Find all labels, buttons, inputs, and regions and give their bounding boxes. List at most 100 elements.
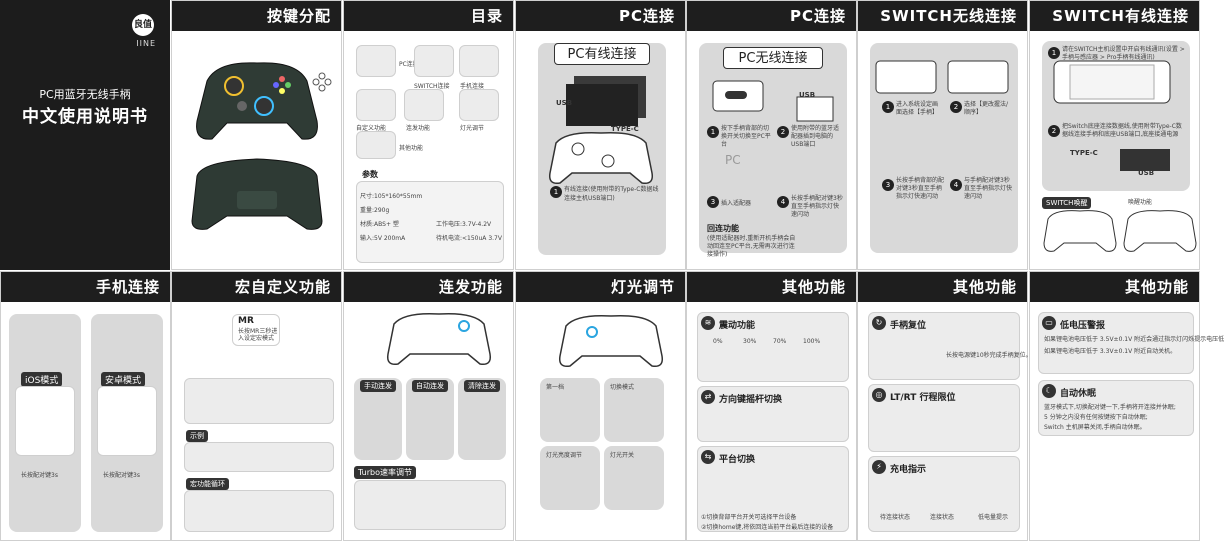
- panel-title: 连发功能: [344, 272, 513, 302]
- usb-label: USB: [799, 91, 816, 99]
- toc-item-box: [356, 45, 396, 77]
- step-badge: 2: [950, 101, 962, 113]
- panel-title: 手机连接: [1, 272, 170, 302]
- ios-hint: 长按配对键3s: [21, 472, 58, 479]
- low-voltage-title: 低电压警报: [1060, 321, 1106, 331]
- panel-title: 其他功能: [858, 272, 1027, 302]
- reset-box: [868, 312, 1020, 380]
- ios-phone-screen: [15, 386, 75, 456]
- light-card: [540, 446, 600, 510]
- sleep-note-2: 5 分钟之内没有任何按键按下自动休眠;: [1044, 414, 1148, 421]
- cover-panel: 良值 IINE PC用蓝牙无线手柄 中文使用说明书: [0, 0, 170, 270]
- toc-item-turbo: 连发功能: [406, 125, 431, 132]
- sleep-box: [1038, 380, 1194, 436]
- panel-button-mapping: 按键分配: [171, 0, 342, 270]
- panel-contents: 目录 PC连接 SWITCH连接 手机连接 自定义功能 连发功能 灯光调节 其他…: [343, 0, 514, 270]
- step-badge: 2: [777, 126, 789, 138]
- wireless-step1: 按下手柄背部的切换开关切换至PC平台: [721, 125, 771, 148]
- spec-material: 材质:ABS+ 塑: [360, 221, 399, 228]
- android-mode-label: 安卓模式: [101, 372, 146, 387]
- level-100: 100%: [803, 338, 821, 345]
- brand-logo-sub: IINE: [136, 39, 156, 48]
- usb-label: USB: [556, 99, 573, 107]
- toc-item-phone: 手机连接: [460, 83, 485, 90]
- charge-state-1: 待连接状态: [880, 514, 911, 521]
- panel-title: PC连接: [516, 1, 685, 31]
- step-badge: 1: [707, 126, 719, 138]
- trigger-limit-box: [868, 384, 1020, 452]
- low-voltage-note-2: 如果锂电池电压低于 3.3V±0.1V 附近自动关机。: [1044, 348, 1177, 355]
- panel-switch-wired: SWITCH有线连接 1 请在SWITCH主机设置中开启有线通讯(设置 > 手柄…: [1029, 0, 1200, 270]
- wake-title: SWITCH唤醒: [1042, 197, 1092, 209]
- spec-box: [356, 181, 504, 263]
- loop-title: 宏功能循环: [186, 478, 229, 490]
- toc-item-box: [414, 45, 454, 77]
- panel-title: PC连接: [687, 1, 856, 31]
- reconnect-text: (使用适配器时,重新开机手柄会自动回连至PC平台,无需再次进行连接操作): [707, 235, 796, 258]
- sleep-title: 自动休眠: [1060, 389, 1097, 399]
- reconnect-title: 回连功能: [707, 224, 739, 233]
- clear-turbo-label: 清除连发: [464, 380, 500, 392]
- moon-icon: ☾: [1042, 384, 1056, 398]
- light-card: [540, 378, 600, 442]
- panel-title: 按键分配: [172, 1, 341, 31]
- spec-title: 参数: [362, 170, 378, 179]
- panel-pc-wireless: PC连接 PC无线连接 USB 1 按下手柄背部的切换开关切换至PC平台 2 使…: [686, 0, 857, 270]
- wireless-box: [699, 43, 847, 253]
- panel-phone: 手机连接 iOS模式 安卓模式 长按配对键3s 长按配对键3s: [0, 271, 171, 541]
- panel-other-1: 其他功能 ≋ 震动功能 0% 30% 70% 100% ⇄ 方向键摇杆切换 ⇆ …: [686, 271, 857, 541]
- vibration-icon: ≋: [701, 316, 715, 330]
- switch-step1: 进入系统设定画面选择【手柄】: [896, 101, 939, 116]
- step-badge: 2: [1048, 125, 1060, 137]
- pc-label: PC: [725, 153, 741, 167]
- ios-mode-label: iOS模式: [21, 372, 63, 387]
- charge-title: 充电指示: [890, 465, 927, 475]
- typec-label: TYPE-C: [611, 125, 639, 133]
- level-0: 0%: [713, 338, 723, 345]
- wake-label: 唤醒功能: [1128, 199, 1153, 206]
- brand-logo: 良值: [132, 14, 154, 36]
- toc-item-box: [459, 89, 499, 121]
- manual-turbo-label: 手动连发: [360, 380, 396, 392]
- charge-icon: ⚡: [872, 460, 886, 474]
- platform-note-1: ①切换背部平台开关可选择平台设备: [701, 514, 797, 521]
- vibration-title: 震动功能: [719, 321, 756, 331]
- mr-label: MR: [238, 316, 254, 326]
- spec-voltage: 工作电压:3.7V-4.2V: [436, 221, 492, 228]
- wired-step: 有线连接(使用附带的Type-C数据线连接主机USB端口): [564, 186, 659, 202]
- toc-item-light: 灯光调节: [460, 125, 485, 132]
- step-badge: 1: [550, 186, 562, 198]
- switch-toggle-illustration: [712, 80, 764, 112]
- switch-console-illustration: [1053, 60, 1171, 104]
- step-badge: 4: [950, 179, 962, 191]
- wireless-step2: 使用附带的蓝牙适配器插到电脑的USB端口: [791, 125, 840, 148]
- spec-size: 尺寸:105*160*55mm: [360, 193, 423, 200]
- sleep-note-1: 蓝牙模式下,切换配对键一下,手柄将开连接并休眠;: [1044, 404, 1176, 411]
- spec-weight: 重量:290g: [360, 207, 390, 214]
- step-badge: 1: [1048, 47, 1060, 59]
- reset-icon: ↻: [872, 316, 886, 330]
- panel-turbo: 连发功能 手动连发 自动连发 清除连发 Turbo速率调节: [343, 271, 514, 541]
- toc-item-box: [356, 89, 396, 121]
- dpad-switch-box: [697, 386, 849, 442]
- wired-title: PC有线连接: [554, 43, 650, 65]
- platform-note-2: ②切换home键,将依回连当前平台最后连接的设备: [701, 524, 834, 531]
- switch-wired-step1: 请在SWITCH主机设置中开启有线通讯(设置 > 手柄与感应器 > Pro手柄有…: [1062, 46, 1185, 61]
- usb-label: USB: [1138, 169, 1155, 177]
- typec-label: TYPE-C: [1070, 149, 1098, 157]
- spec-input: 输入:5V 200mA: [360, 235, 406, 242]
- trigger-limit-title: LT/RT 行程限位: [890, 393, 956, 403]
- monitor-icon: [566, 76, 646, 126]
- controller-front-illustration: [191, 62, 332, 230]
- panel-title: 目录: [344, 1, 513, 31]
- reset-text: 长按电源键10秒完成手柄复位。: [946, 352, 1032, 359]
- demo-title: 示例: [186, 430, 208, 442]
- demo-box: [184, 442, 334, 472]
- switch-step4: 与手柄配对键3秒直至手柄指示灯快速闪动: [964, 177, 1013, 200]
- vibration-box: [697, 312, 849, 382]
- panel-pc-wired: PC连接 PC有线连接 USB TYPE-C 1 有线连接(使用附带的Type-…: [515, 0, 686, 270]
- toc-item-box: [356, 131, 396, 159]
- android-phone-screen: [97, 386, 157, 456]
- reset-title: 手柄复位: [890, 321, 927, 331]
- macro-steps-box: [184, 378, 334, 424]
